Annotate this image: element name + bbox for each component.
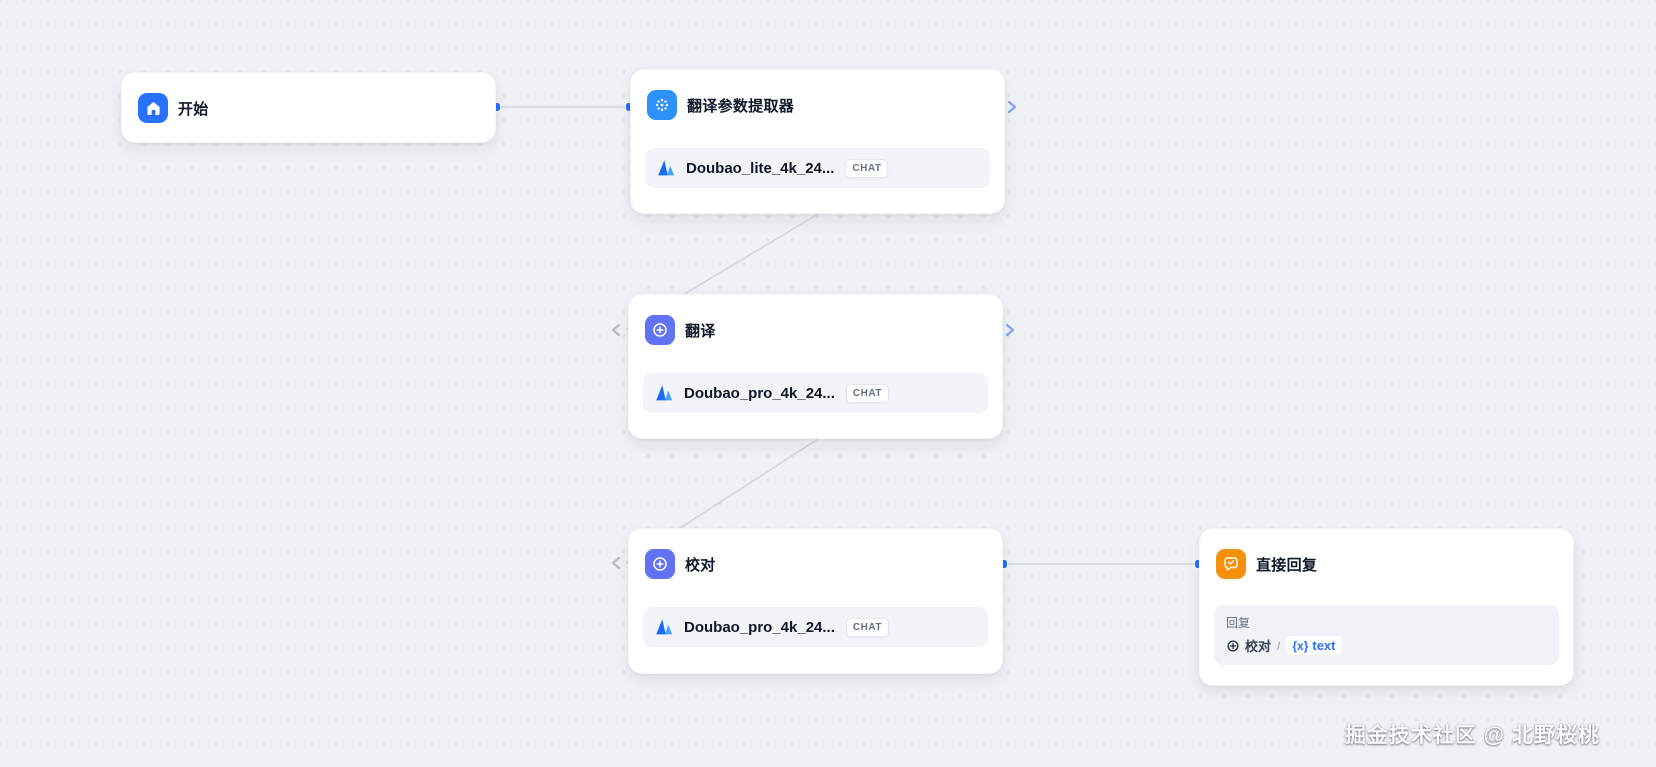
- answer-reply-icon: [1216, 549, 1246, 579]
- node-translate-header: 翻译: [643, 315, 988, 345]
- model-selector[interactable]: Doubao_pro_4k_24... CHAT: [643, 607, 988, 647]
- node-title: 直接回复: [1256, 556, 1318, 574]
- variable-name: text: [1312, 638, 1336, 653]
- watermark-text: 掘金技术社区 @ 北野桜桃: [1344, 724, 1600, 747]
- node-proofread[interactable]: 校对 Doubao_pro_4k_24... CHAT: [628, 528, 1003, 674]
- model-name: Doubao_pro_4k_24...: [684, 618, 835, 636]
- proofread-output-handle[interactable]: [999, 560, 1007, 568]
- node-title: 翻译: [685, 322, 716, 340]
- model-selector[interactable]: Doubao_pro_4k_24... CHAT: [643, 373, 988, 413]
- variable-x-icon: {x}: [1292, 638, 1309, 653]
- node-proofread-header: 校对: [643, 549, 988, 579]
- model-selector[interactable]: Doubao_lite_4k_24... CHAT: [645, 148, 990, 188]
- answer-output-label: 回复: [1226, 616, 1251, 630]
- node-title: 翻译参数提取器: [687, 97, 795, 115]
- node-title: 开始: [178, 100, 209, 118]
- llm-icon: [645, 315, 675, 345]
- answer-output-panel: 回复 校对 / {x} text: [1214, 605, 1559, 665]
- doubao-model-icon: [653, 382, 675, 404]
- model-name: Doubao_lite_4k_24...: [686, 159, 835, 177]
- doubao-model-icon: [655, 157, 677, 179]
- home-icon: [138, 93, 168, 123]
- llm-icon: [645, 549, 675, 579]
- variable-separator: /: [1277, 638, 1281, 653]
- node-start[interactable]: 开始: [121, 72, 496, 143]
- answer-variable-reference: 校对 / {x} text: [1226, 636, 1547, 655]
- start-output-handle[interactable]: [492, 103, 500, 111]
- translate-output-chevron-icon[interactable]: [1005, 323, 1015, 337]
- model-type-badge: CHAT: [845, 617, 889, 637]
- extractor-output-chevron-icon[interactable]: [1007, 100, 1017, 114]
- proofread-node-mini-icon: [1226, 639, 1240, 653]
- node-answer-header: 直接回复: [1214, 549, 1559, 579]
- variable-source-node: 校对: [1245, 639, 1272, 654]
- parameter-extractor-icon: [647, 90, 677, 120]
- proofread-input-chevron-icon[interactable]: [611, 556, 621, 570]
- node-translate[interactable]: 翻译 Doubao_pro_4k_24... CHAT: [628, 294, 1003, 439]
- model-type-badge: CHAT: [845, 383, 889, 403]
- doubao-model-icon: [653, 616, 675, 638]
- node-extractor-header: 翻译参数提取器: [645, 90, 990, 120]
- node-title: 校对: [685, 556, 716, 574]
- node-direct-answer[interactable]: 直接回复 回复 校对 / {x} text: [1199, 528, 1574, 686]
- model-name: Doubao_pro_4k_24...: [684, 384, 835, 402]
- translate-input-chevron-icon[interactable]: [611, 323, 621, 337]
- node-parameter-extractor[interactable]: 翻译参数提取器 Doubao_lite_4k_24... CHAT: [630, 69, 1005, 214]
- model-type-badge: CHAT: [845, 158, 889, 178]
- variable-chip: {x} text: [1286, 636, 1342, 655]
- node-start-header: 开始: [136, 93, 481, 123]
